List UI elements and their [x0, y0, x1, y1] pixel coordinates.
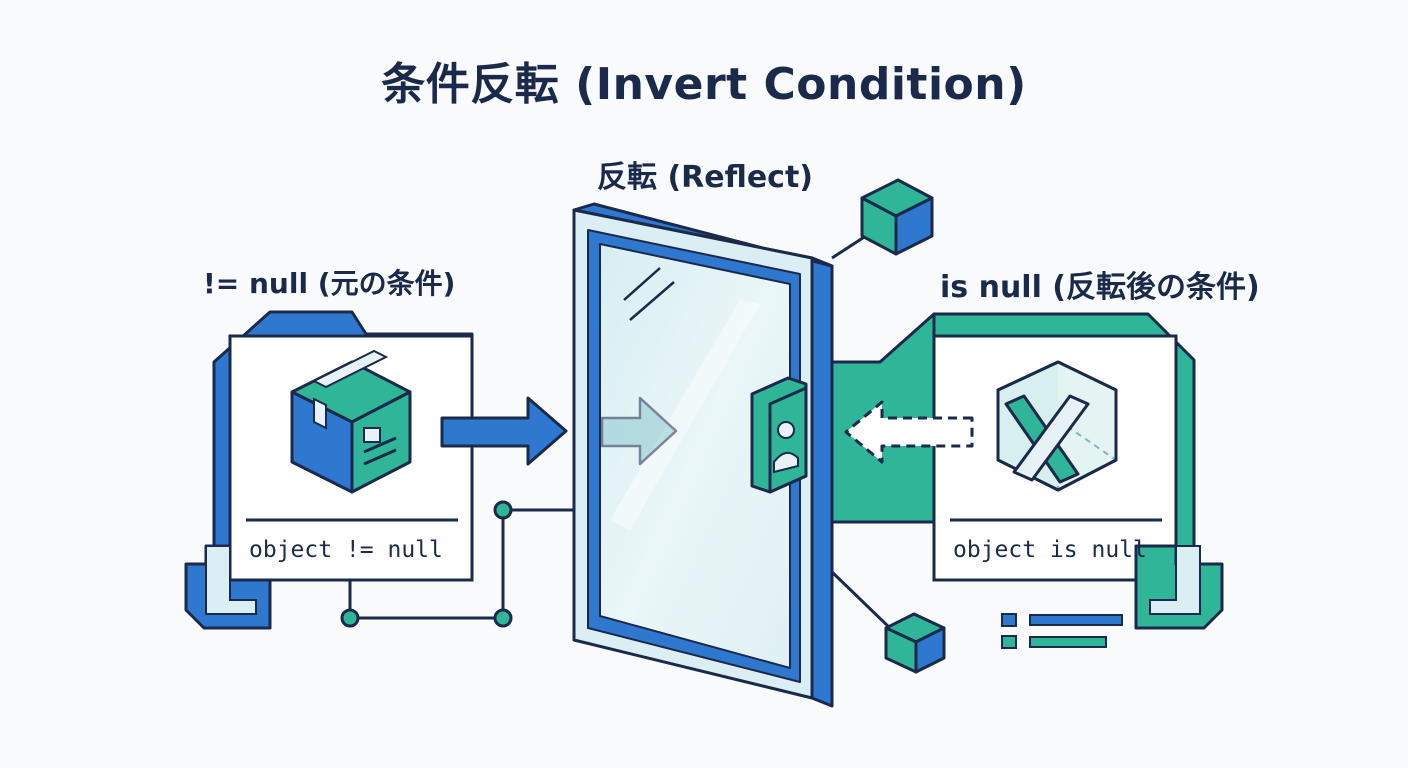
arrow-left-icon	[844, 400, 974, 464]
connector-node	[340, 608, 360, 628]
diagram-title: 条件反転 (Invert Condition)	[381, 59, 1027, 110]
connector-node	[493, 500, 513, 520]
right-panel-label: is null (反転後の条件)	[940, 270, 1260, 305]
cube-icon	[884, 612, 946, 674]
arrow-right-icon	[440, 396, 568, 466]
mirror-label: 反転 (Reflect)	[597, 160, 814, 195]
connector-node	[493, 608, 513, 628]
legend-bars	[1001, 613, 1123, 649]
box-icon	[290, 349, 412, 494]
user-icon	[750, 376, 808, 494]
reflected-arrow-icon	[600, 396, 678, 466]
left-panel-code: object != null	[249, 537, 443, 563]
x-cube-icon	[996, 360, 1118, 492]
connector-line	[830, 570, 894, 632]
cube-icon	[860, 178, 934, 256]
right-panel-code: object is null	[953, 537, 1147, 563]
left-panel-label: != null (元の条件)	[203, 267, 456, 300]
mirror	[572, 202, 834, 708]
